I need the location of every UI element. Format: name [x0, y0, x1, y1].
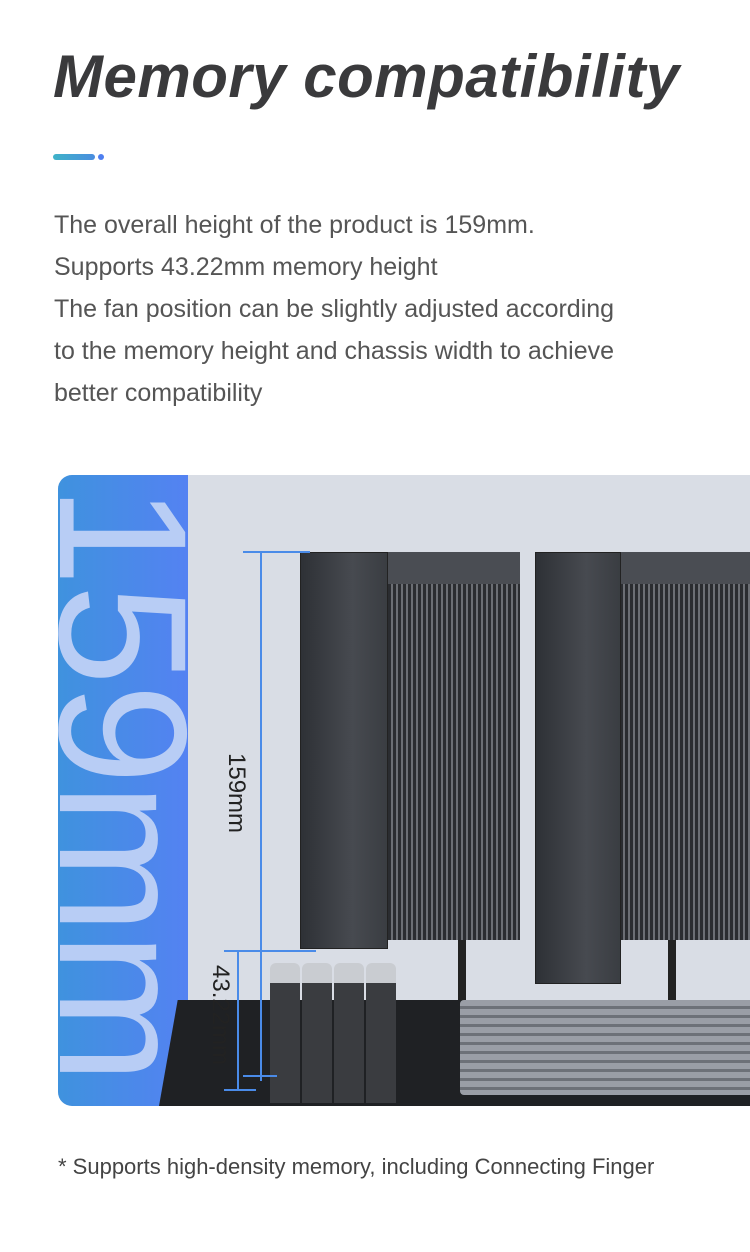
page-title: Memory compatibility: [53, 43, 680, 110]
fin-stack: [620, 555, 750, 940]
description-line: better compatibility: [54, 379, 263, 407]
description: The overall height of the product is 159…: [54, 204, 614, 414]
accent-dot: [98, 154, 104, 160]
fan: [535, 552, 621, 984]
memory-stick: [302, 963, 332, 1103]
dimension-tick: [243, 551, 310, 553]
fin-stack: [388, 555, 520, 940]
description-line: to the memory height and chassis width t…: [54, 337, 615, 365]
memory-stick: [366, 963, 396, 1103]
description-line: The overall height of the product is 159…: [54, 211, 535, 239]
heatpipe: [458, 935, 466, 1000]
big-height-label: 159mm: [58, 485, 225, 1082]
description-line: Supports 43.22mm memory height: [54, 253, 438, 281]
memory-height-label: 43.22mm: [207, 965, 234, 1066]
heatpipe: [668, 935, 676, 1000]
accent-bar: [53, 154, 95, 160]
fin-cap: [620, 552, 750, 584]
fan: [300, 552, 388, 949]
description-line: The fan position can be slightly adjuste…: [54, 295, 615, 323]
product-figure: 159mm 159mm 43.22mm: [58, 475, 750, 1106]
vrm-heatsink: [460, 1000, 750, 1095]
fin-cap: [388, 552, 520, 584]
memory-stick: [270, 963, 300, 1103]
dimension-tick: [224, 1089, 256, 1091]
dimension-tick: [243, 1075, 277, 1077]
footnote: * Supports high-density memory, includin…: [58, 1154, 655, 1179]
blue-strip: [58, 475, 188, 1106]
dimension-line-43: [237, 950, 239, 1090]
memory-stick: [334, 963, 364, 1103]
height-label: 159mm: [223, 753, 250, 834]
dimension-line-159: [260, 551, 262, 1081]
dimension-tick: [224, 950, 316, 952]
